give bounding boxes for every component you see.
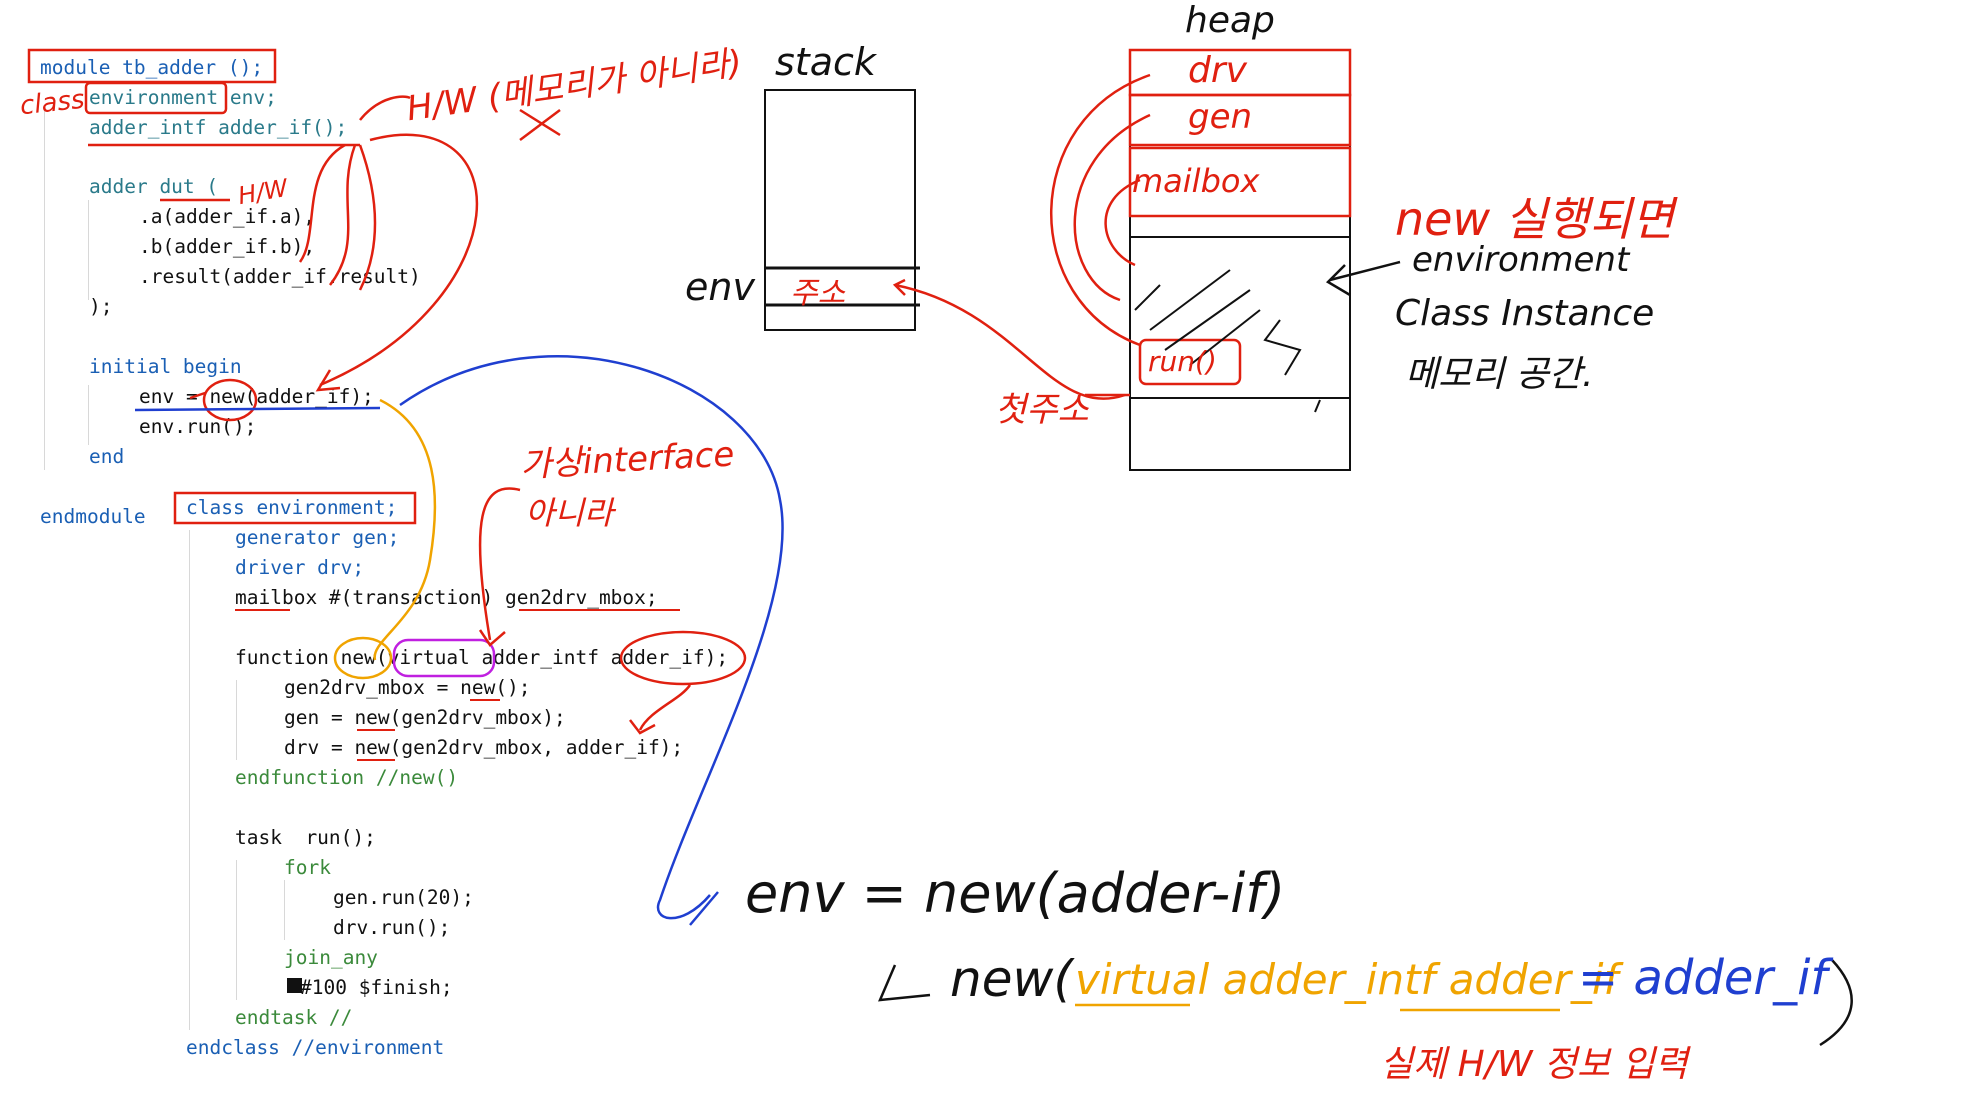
virtual-interface-note2: 아니라 <box>525 494 614 532</box>
env-label: env <box>685 265 755 309</box>
heap-run-box <box>1138 338 1242 386</box>
code-line-mbox-new: gen2drv_mbox = new(); <box>284 676 531 699</box>
code-line-gen-new: gen = new(gen2drv_mbox); <box>284 706 566 729</box>
indent-guide <box>44 110 45 470</box>
new-executed-note: new 실행되면 <box>1395 192 1674 246</box>
code-line-driver: driver drv; <box>235 556 365 579</box>
heap-mailbox-box <box>1128 146 1352 218</box>
env-instance-line1: environment <box>1412 240 1630 280</box>
stack-label: stack <box>775 40 876 84</box>
code-line-finish: #100 $finish; <box>300 976 453 999</box>
indent-guide <box>236 680 237 760</box>
env-instance-line3: 메모리 공간. <box>1405 354 1594 395</box>
module-highlight-box <box>27 48 277 84</box>
equation-line2-virtual: virtual adder_intf adder_if <box>1075 955 1619 1004</box>
indent-guide <box>189 530 190 1030</box>
code-line-port-a: .a(adder_if.a), <box>139 205 316 228</box>
code-line-drv-run: drv.run(); <box>333 916 451 939</box>
code-line-adder-if: adder_intf adder_if(); <box>89 116 348 139</box>
class-highlight-box <box>173 491 417 525</box>
code-line-join-any: join_any <box>284 946 378 969</box>
code-line-port-result: .result(adder_if.result) <box>139 265 421 288</box>
indent-guide <box>236 860 237 1000</box>
code-line-port-b: .b(adder_if.b), <box>139 235 316 258</box>
code-line-endtask: endtask // <box>235 1006 353 1029</box>
address-label: 주소 <box>790 276 846 311</box>
code-line-generator: generator gen; <box>235 526 400 549</box>
code-line-initial: initial begin <box>89 355 242 378</box>
first-address-note: 첫주소 <box>995 390 1089 430</box>
heap-gen-box <box>1128 93 1352 147</box>
code-line-gen-run: gen.run(20); <box>333 886 474 909</box>
heap-run-label: run() <box>1148 345 1217 378</box>
code-line-mailbox: mailbox #(transaction) gen2drv_mbox; <box>235 586 658 609</box>
breakpoint-marker <box>287 978 302 993</box>
code-line-dut: adder dut ( <box>89 175 219 198</box>
code-line-endclass: endclass //environment <box>186 1036 445 1059</box>
indent-guide <box>284 880 285 940</box>
heap-drv-label: drv <box>1188 50 1247 91</box>
heap-mailbox-label: mailbox <box>1132 162 1260 200</box>
code-line-drv-new: drv = new(gen2drv_mbox, adder_if); <box>284 736 684 759</box>
env-instance-line2: Class Instance <box>1395 293 1655 334</box>
code-line-endfunction: endfunction //new() <box>235 766 459 789</box>
equation-line2-assign: = adder_if <box>1578 950 1828 1006</box>
code-line-close-paren: ); <box>89 295 113 318</box>
code-line-task-run: task run(); <box>235 826 376 849</box>
code-line-function-new: function new(virtual adder_intf adder_if… <box>235 646 729 669</box>
indent-guide <box>88 200 89 300</box>
heap-gen-label: gen <box>1188 97 1253 137</box>
stack-box <box>764 89 916 331</box>
code-line-env-decl: environment env; <box>89 86 277 109</box>
indent-guide <box>88 385 89 445</box>
virtual-highlight <box>392 638 496 678</box>
code-line-class-env: class environment; <box>186 496 398 519</box>
equation-line2-prefix: new( <box>950 950 1073 1008</box>
code-line-endmodule: endmodule <box>40 505 146 528</box>
heap-label: heap <box>1185 0 1275 41</box>
code-line-end: end <box>89 445 125 468</box>
equation-line1: env = new(adder-if) <box>745 862 1286 925</box>
env-type-box <box>84 81 228 115</box>
code-line-module: module tb_adder (); <box>40 56 264 79</box>
code-line-fork: fork <box>284 856 331 879</box>
real-hw-note: 실제 H/W 정보 입력 <box>1380 1044 1688 1085</box>
